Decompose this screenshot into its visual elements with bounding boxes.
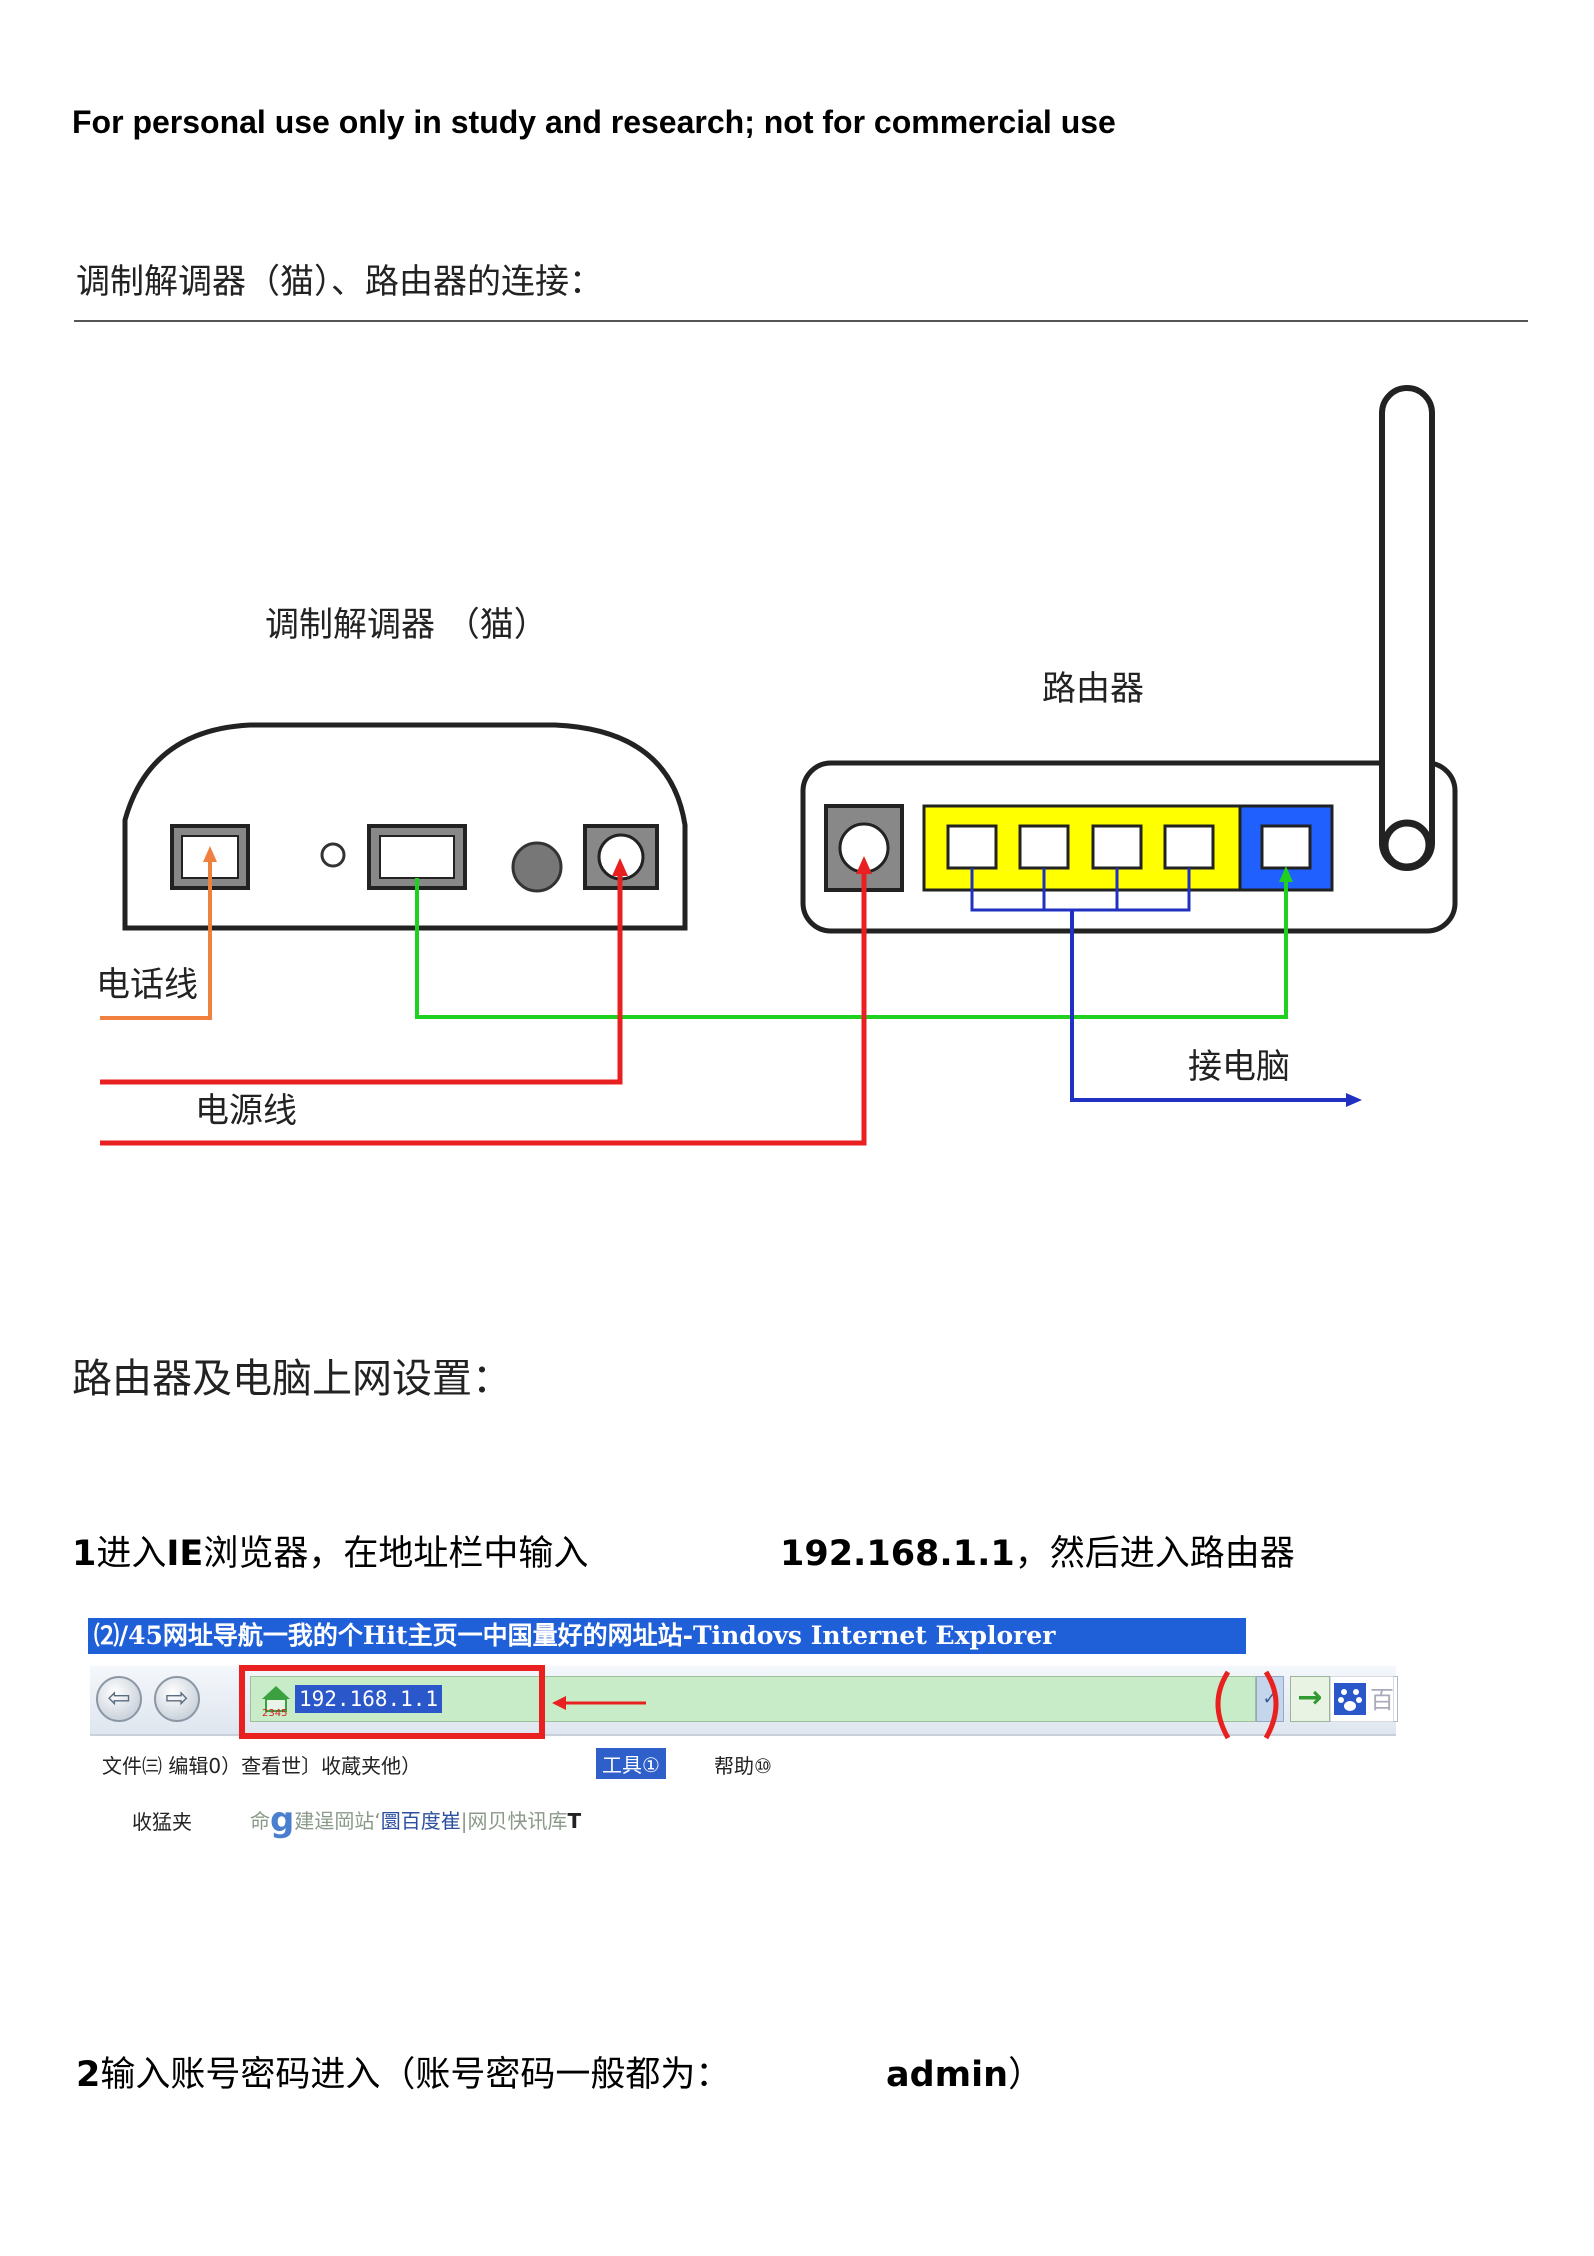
- menu-tools[interactable]: 工具①: [596, 1748, 666, 1779]
- address-bar[interactable]: 2345 192.168.1.1: [250, 1676, 1256, 1722]
- router-label: 路由器: [1042, 669, 1144, 709]
- router-antenna: [1379, 385, 1435, 871]
- step2-text: 2输入账号密码进入（账号密码一般都为：: [76, 2055, 731, 2095]
- go-button-bracket-right: [1263, 1670, 1279, 1740]
- home-2345-icon: 2345: [262, 1686, 290, 1717]
- search-engine-area[interactable]: 百: [1330, 1676, 1394, 1722]
- favorites-label[interactable]: 收猛夹: [132, 1810, 192, 1834]
- back-button[interactable]: ⇦: [96, 1676, 142, 1722]
- connection-diagram: 调制解调器 （猫） 路由器 电话线 电源线 接电脑: [96, 385, 1458, 1146]
- go-button[interactable]: →: [1290, 1676, 1330, 1722]
- go-arrow-icon: →: [1297, 1680, 1323, 1715]
- arrow-right-icon: ⇨: [165, 1681, 189, 1714]
- ie-title-bar: ⑵/45网址导航一我的个Hit主页一中国量好的网址站-Tindovs Inter…: [88, 1618, 1246, 1654]
- go-button-bracket-left: [1215, 1670, 1231, 1740]
- arrow-left-icon: ⇦: [107, 1681, 131, 1714]
- g-logo-icon: g: [270, 1800, 295, 1840]
- forward-button[interactable]: ⇨: [154, 1676, 200, 1722]
- pc-label: 接电脑: [1188, 1047, 1290, 1087]
- address-value: 192.168.1.1: [295, 1685, 443, 1713]
- favorites-links[interactable]: 命g建逞岡站‘圜百度崔|网贝快讯库T: [250, 1800, 582, 1840]
- svg-text:2345: 2345: [262, 1708, 287, 1717]
- divider-rule: [74, 320, 1528, 322]
- search-stub-text: 百: [1370, 1686, 1394, 1714]
- step1-text: 1进入IE浏览器，在地址栏中输入: [72, 1534, 589, 1574]
- phone-line-label: 电话线: [96, 965, 198, 1005]
- section-heading-setup: 路由器及电脑上网设置：: [72, 1356, 512, 1402]
- menu-file-edit-view-favorites[interactable]: 文件㈢ 编辑0）查看世〕收蔵夹他）: [102, 1754, 422, 1778]
- menu-help[interactable]: 帮助⑩: [714, 1754, 772, 1778]
- phone-line: [100, 852, 212, 1020]
- wan-link: [415, 872, 1288, 1019]
- section-heading-connection: 调制解调器（猫）、路由器的连接：: [76, 262, 603, 302]
- lan-link: [1070, 910, 1352, 1102]
- address-highlight-box: [239, 1665, 545, 1739]
- modem-button: [511, 841, 563, 893]
- annotation-overlay: [239, 1665, 1279, 1740]
- step2-credentials: admin）: [886, 2055, 1044, 2095]
- modem-power-line: [100, 866, 623, 1085]
- modem-led: [320, 842, 346, 868]
- power-line-label: 电源线: [195, 1091, 297, 1131]
- router-power-line: [100, 864, 867, 1146]
- step1-ip: 192.168.1.1，然后进入路由器: [780, 1534, 1295, 1574]
- modem-label: 调制解调器 （猫）: [265, 605, 548, 645]
- disclaimer-text: For personal use only in study and resea…: [72, 104, 1116, 140]
